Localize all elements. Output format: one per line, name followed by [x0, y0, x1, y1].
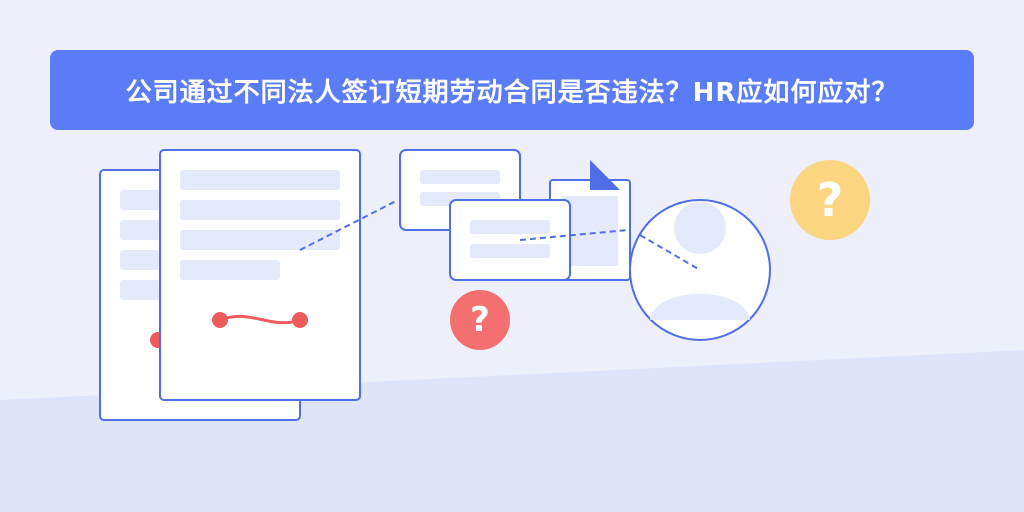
chat-card-front-icon	[449, 199, 571, 281]
question-icon: ?	[450, 290, 510, 350]
question-icon-yellow: ?	[790, 160, 870, 240]
document-icon	[159, 149, 361, 401]
page-title: 公司通过不同法人签订短期劳动合同是否违法？HR应如何应对？	[125, 77, 899, 108]
question-mark-red: ?	[470, 300, 490, 340]
title-banner: 公司通过不同法人签订短期劳动合同是否违法？HR应如何应对？	[50, 50, 974, 130]
connector-line	[299, 199, 399, 251]
person-avatar-icon	[629, 199, 771, 341]
signature-icon	[212, 312, 308, 328]
connector-line-2	[519, 229, 629, 241]
connector-line-3	[639, 234, 701, 271]
question-mark-yellow: ?	[816, 173, 844, 227]
